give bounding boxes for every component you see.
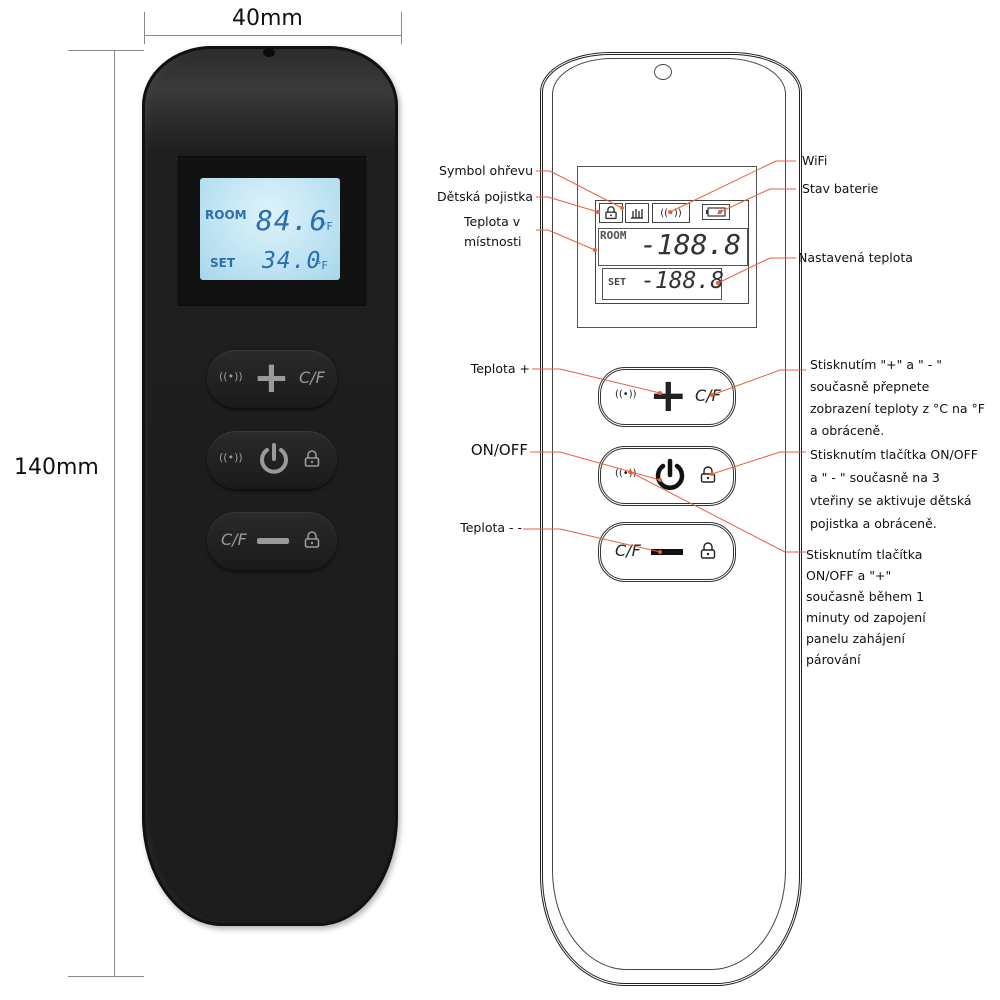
lock-icon	[599, 203, 623, 223]
annotation-onoff: ON/OFF	[470, 441, 528, 459]
annotation-temp-plus: Teplota +	[470, 361, 530, 376]
annotation-room-temp-text: Teplota v místnosti	[464, 214, 522, 249]
wifi-pairing-icon: ((•))	[615, 468, 637, 479]
width-label: 40mm	[232, 6, 303, 31]
width-dimension-line	[144, 35, 402, 36]
annotation-line: pojistka a obráceně.	[810, 516, 937, 531]
annotation-battery: Stav baterie	[802, 181, 879, 196]
lock-icon	[699, 542, 717, 564]
annotation-line: Stisknutím "+" a " - "	[810, 357, 942, 372]
lcd-display	[200, 178, 340, 280]
power-button[interactable]: ((•))	[207, 431, 337, 489]
lcd-room-unit: °F	[321, 220, 333, 233]
height-dimension-tick-top	[68, 50, 144, 51]
diagram-set-label: SET	[608, 277, 627, 288]
annotation-line: a " - " současně na 3	[810, 470, 940, 485]
lock-icon	[699, 466, 717, 488]
lcd-set-value: 34.0	[262, 248, 322, 274]
annotation-line: vteřiny se aktivuje dětská	[810, 493, 972, 508]
power-icon	[257, 442, 291, 480]
battery-icon	[702, 204, 730, 220]
lcd-room-value: 84.6	[256, 204, 328, 237]
power-icon	[653, 458, 687, 496]
annotation-line: Stisknutím tlačítka	[806, 547, 923, 562]
plus-button[interactable]: ((•)) + C/F	[207, 350, 337, 408]
annotation-line: současně přepnete	[810, 379, 930, 394]
diagram-plus-button: ((•)) + C/F	[598, 367, 736, 427]
annotation-room-temp: Teplota v místnosti	[464, 212, 544, 252]
cf-label: C/F	[221, 530, 247, 549]
wifi-icon: ((•))	[652, 203, 690, 223]
annotation-wifi: WiFi	[802, 153, 828, 168]
annotation-heating-symbol: Symbol ohřevu	[439, 163, 533, 178]
lanyard-hole	[654, 64, 672, 80]
wifi-pairing-icon: ((•))	[615, 389, 637, 400]
plus-icon: +	[253, 352, 290, 403]
wifi-pairing-icon: ((•))	[219, 451, 243, 464]
lcd-room-label: ROOM	[205, 208, 247, 222]
lcd-set-label: SET	[210, 256, 236, 270]
height-dimension-line	[114, 50, 115, 977]
height-label: 140mm	[14, 455, 99, 480]
annotation-line: panelu zahájení	[806, 631, 905, 646]
wifi-pairing-icon: ((•))	[219, 370, 243, 383]
annotation-set-temp: Nastavená teplota	[798, 250, 913, 265]
annotation-line: párování	[806, 652, 861, 667]
lanyard-hole	[263, 48, 275, 57]
lock-icon	[303, 531, 321, 553]
diagram-room-label: ROOM	[600, 229, 627, 242]
cf-label: C/F	[299, 368, 325, 387]
annotation-line: ON/OFF a "+"	[806, 568, 892, 583]
annotation-temp-minus: Teplota - -	[460, 520, 522, 535]
diagram-set-value: -188.8	[641, 268, 725, 294]
annotation-pairing: Stisknutím tlačítka ON/OFF a "+" současn…	[806, 544, 996, 670]
annotation-cf-switch: Stisknutím "+" a " - " současně přepnete…	[810, 354, 1000, 442]
annotation-child-lock-activate: Stisknutím tlačítka ON/OFF a " - " souča…	[810, 443, 1000, 535]
minus-icon	[651, 549, 683, 555]
cf-label: C/F	[695, 386, 721, 405]
width-dimension-tick-right	[401, 12, 402, 44]
minus-icon	[257, 538, 289, 544]
lock-icon	[303, 450, 321, 472]
diagram-minus-button: C/F	[598, 522, 736, 582]
diagram-set-row	[602, 268, 722, 300]
annotation-child-lock: Dětská pojistka	[436, 189, 533, 204]
diagram-room-row	[598, 228, 748, 266]
heating-icon	[625, 203, 649, 223]
diagram-power-button: ((•))	[598, 446, 736, 506]
height-dimension-tick-bottom	[68, 976, 144, 977]
annotation-line: Stisknutím tlačítka ON/OFF	[810, 447, 978, 462]
cf-label: C/F	[615, 541, 641, 560]
width-dimension-tick-left	[144, 12, 145, 44]
annotation-line: a obráceně.	[810, 423, 885, 438]
lcd-set-unit: °F	[316, 259, 328, 272]
minus-button[interactable]: C/F	[207, 512, 337, 570]
annotation-line: současně během 1	[806, 589, 925, 604]
annotation-line: minuty od zapojení	[806, 610, 926, 625]
annotation-line: zobrazení teploty z °C na °F	[810, 401, 985, 416]
plus-icon: +	[649, 368, 688, 422]
diagram-room-value: -188.8	[640, 228, 742, 261]
